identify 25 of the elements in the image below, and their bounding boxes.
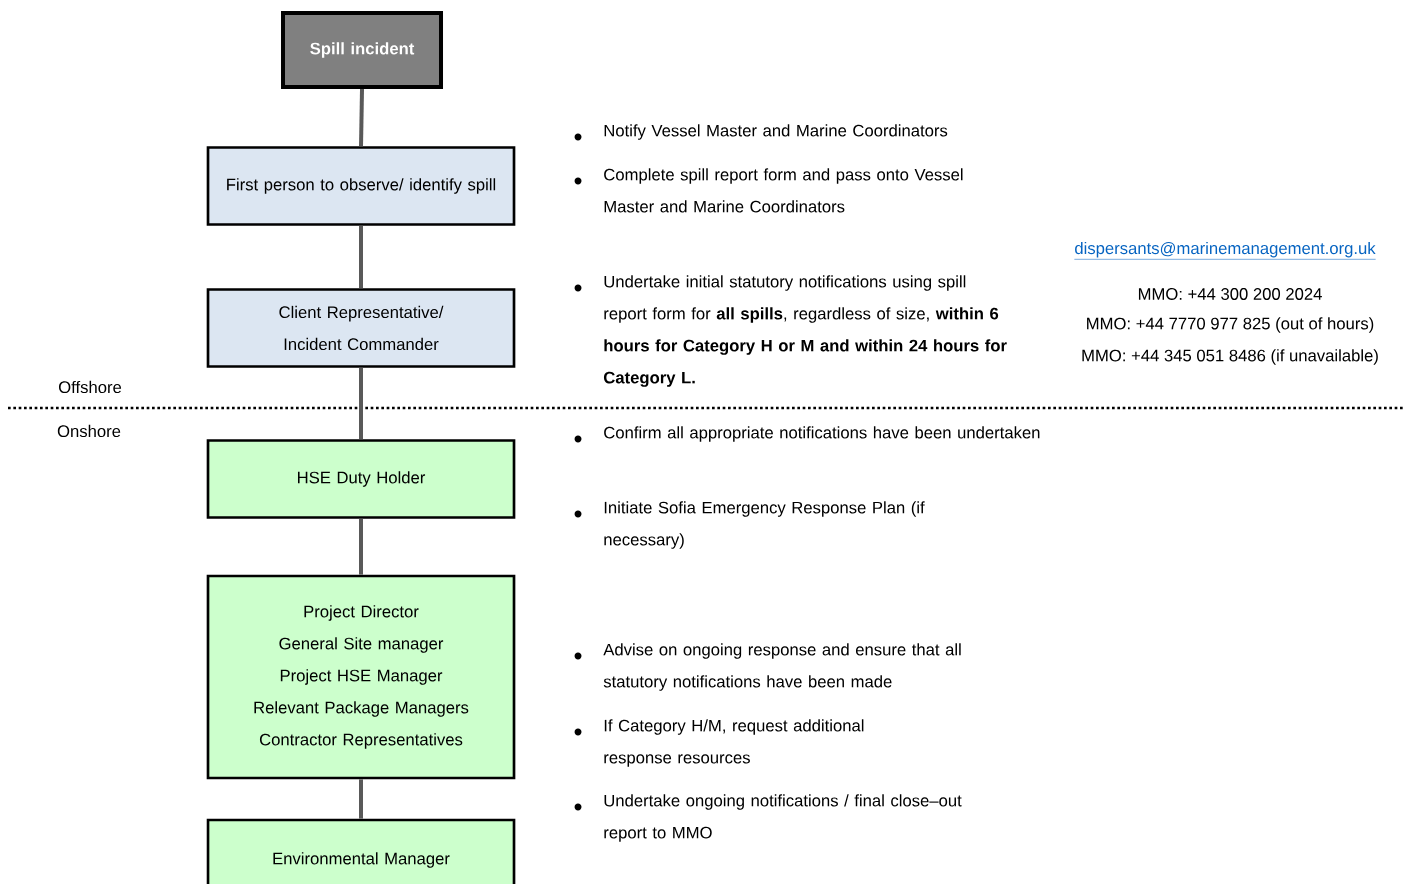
connector-line: [359, 367, 363, 440]
role-box: HSE Duty Holder: [206, 439, 516, 519]
role-box: Project Director General Site manager Project HSE Manager Relevant Package Managers Contractor Representatives: [206, 574, 516, 780]
zone-label: Onshore: [57, 424, 121, 438]
incident-box: Spill incident: [281, 11, 443, 89]
email-link: dispersants@marinemanagement.org.uk: [1074, 241, 1376, 260]
bullet-item: Notify Vessel Master and Marine Coordinators: [574, 124, 948, 141]
bullet-item: Confirm all appropriate notifications have been undertaken: [574, 426, 1040, 443]
bullet-item: Complete spill report form and pass onto Vessel Master and Marine Coordinators: [574, 168, 963, 213]
phone-number: MMO: +44 7770 977 825 (out of hours): [1087, 317, 1374, 333]
connector-line: [359, 88, 364, 147]
connector-line: [359, 225, 363, 289]
bullet-item: Advise on ongoing response and ensure that all statutory notifications have been made: [574, 643, 961, 691]
bullet-item: If Category H/M, request additional response resources: [574, 719, 864, 767]
phone-number: MMO: +44 300 200 2024: [1138, 288, 1322, 300]
connector-line: [359, 518, 363, 575]
role-box: Environmental Manager: [206, 818, 516, 884]
bullet-item: Undertake initial statutory notifications using spill report form for all spills, regardless of size, within 6 hours for Category H or M and within 24 hours for Category L.: [574, 275, 1007, 387]
phone-number: MMO: +44 345 051 8486 (if unavailable): [1082, 349, 1378, 365]
zone-label: Offshore: [59, 380, 122, 394]
connector-line: [359, 779, 363, 819]
bullet-item: Initiate Sofia Emergency Response Plan (if necessary): [574, 501, 925, 549]
role-box: First person to observe/ identify spill: [206, 146, 516, 226]
role-box: Client Representative/ Incident Commander: [206, 288, 516, 368]
bullet-item: Undertake ongoing notifications / final close–out report to MMO: [574, 794, 962, 842]
